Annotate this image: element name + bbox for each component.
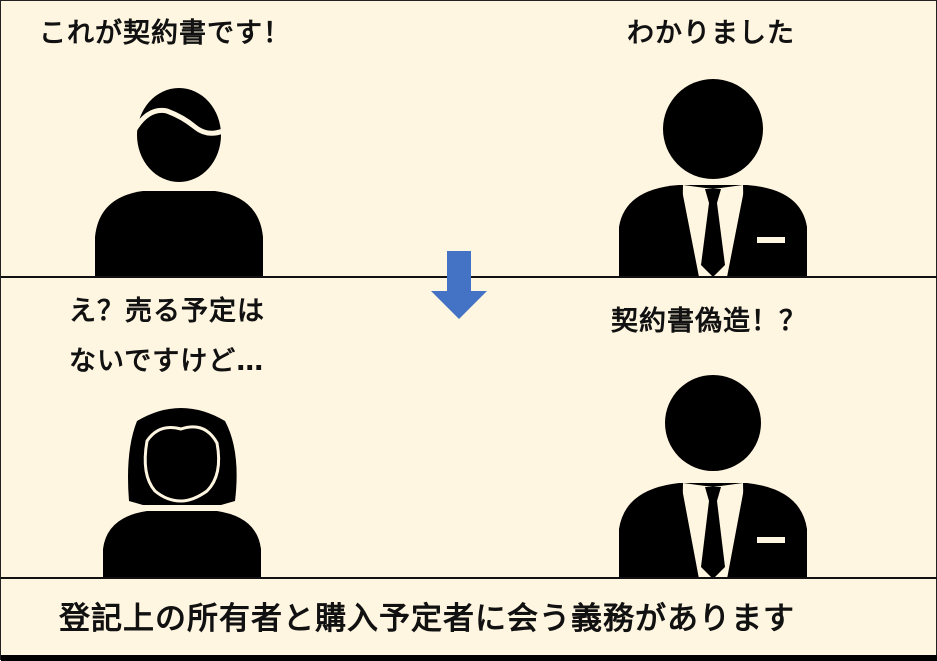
person-businessman-icon bbox=[619, 375, 807, 579]
person-man-icon bbox=[95, 88, 263, 277]
top-left-speech: これが契約書です！ bbox=[39, 18, 291, 49]
footer-caption: 登記上の所有者と購入予定者に会う義務があります bbox=[59, 601, 795, 637]
person-woman-icon bbox=[103, 408, 261, 579]
person-businessman-icon bbox=[619, 79, 807, 277]
panel-divider-bottom bbox=[1, 577, 937, 579]
bottom-border bbox=[1, 655, 937, 661]
down-arrow-icon bbox=[431, 251, 487, 319]
middle-left-speech-line2: ないですけど… bbox=[69, 346, 265, 377]
top-right-speech: わかりました bbox=[627, 18, 795, 49]
middle-right-speech: 契約書偽造！？ bbox=[611, 306, 807, 337]
middle-left-speech-line1: え？売る予定は bbox=[69, 296, 265, 327]
